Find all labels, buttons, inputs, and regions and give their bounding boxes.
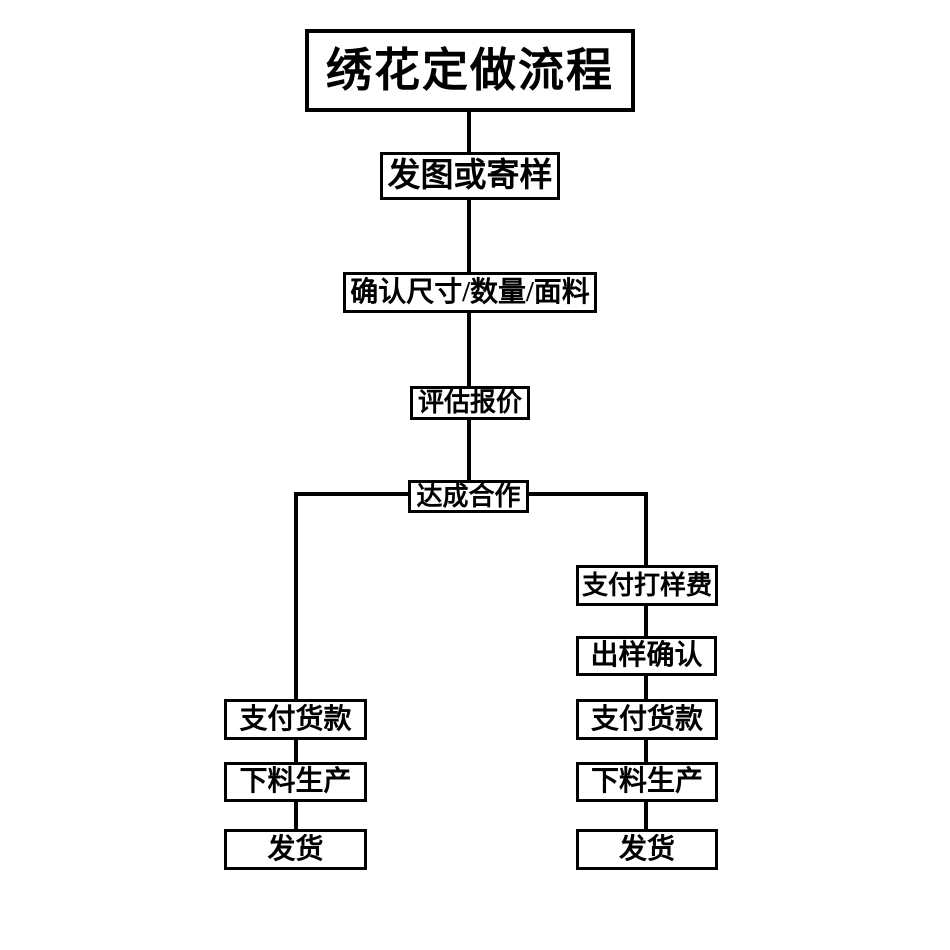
connector-title-to-step1 [467,112,471,152]
connector-step1-to-step2 [467,200,471,272]
node-right-ship-goods: 发货 [576,829,718,870]
node-right-cut-material-production: 下料生产 [576,762,718,802]
connector-split-right-vertical [644,492,648,565]
node-right-pay-for-goods: 支付货款 [576,699,718,740]
connector-left-pay-to-production [294,740,298,762]
flowchart-title-box: 绣花定做流程 [305,29,635,112]
connector-left-production-to-ship [294,802,298,829]
connector-step3-to-step4 [467,420,471,480]
connector-split-left-vertical [294,492,298,699]
connector-right-confirm-to-pay [644,676,648,699]
node-right-pay-sample-fee: 支付打样费 [576,565,718,606]
node-confirm-size-qty-fabric: 确认尺寸/数量/面料 [343,272,597,313]
connector-right-pay-to-production [644,740,648,762]
node-left-pay-for-goods: 支付货款 [224,699,367,740]
node-evaluate-quote: 评估报价 [410,386,530,420]
connector-split-left-horizontal [294,492,408,496]
node-send-image-or-sample: 发图或寄样 [380,152,560,200]
node-left-cut-material-production: 下料生产 [224,762,367,802]
connector-split-right-horizontal [529,492,648,496]
node-reach-cooperation: 达成合作 [408,480,529,513]
connector-right-production-to-ship [644,802,648,829]
connector-step2-to-step3 [467,313,471,386]
node-left-ship-goods: 发货 [224,829,367,870]
node-right-sample-confirmation: 出样确认 [576,636,717,676]
connector-right-samplefee-to-confirm [644,606,648,636]
